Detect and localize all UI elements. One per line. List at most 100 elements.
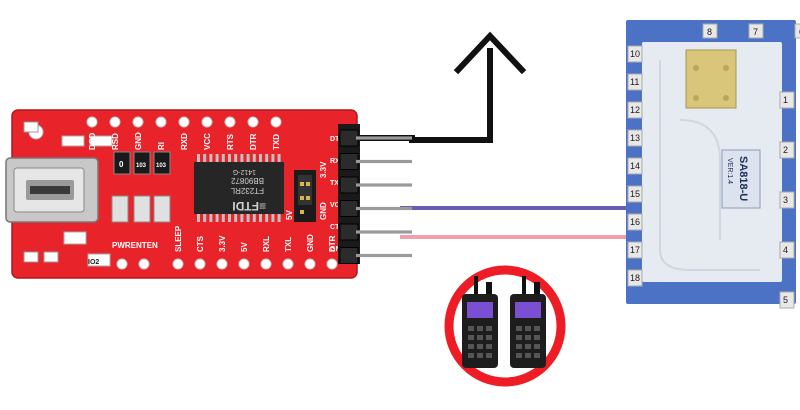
top-pad bbox=[201, 116, 213, 128]
smd-led bbox=[61, 135, 85, 147]
module-pin-pad bbox=[627, 185, 643, 203]
module-pin-pad bbox=[627, 73, 643, 91]
chip-pin bbox=[259, 154, 262, 163]
module-pin-pad bbox=[779, 241, 795, 259]
chip-pin bbox=[259, 213, 262, 222]
shield-dot bbox=[693, 95, 699, 101]
bottom-pin-label: 5V bbox=[240, 242, 249, 252]
right-pin-label: GND bbox=[330, 246, 346, 253]
smd-part-label: 103 bbox=[156, 163, 167, 169]
top-pin-label: RSD bbox=[111, 133, 120, 150]
pcb-trace bbox=[659, 60, 760, 271]
chip-pin bbox=[265, 154, 269, 163]
corner-pad bbox=[43, 251, 59, 263]
radio-key bbox=[486, 326, 492, 331]
chip-line-2: BB90872 bbox=[231, 176, 264, 185]
bottom-pin-label: TXL bbox=[284, 237, 293, 252]
right-pin-label: VCC bbox=[330, 202, 345, 209]
pin-header bbox=[338, 124, 412, 264]
smd-capacitor bbox=[153, 195, 171, 223]
module-pin-number: 18 bbox=[630, 273, 640, 283]
bottom-pin-label: RXL bbox=[262, 236, 271, 252]
module-pin-pad bbox=[702, 23, 718, 39]
usb-mini-connector bbox=[5, 157, 99, 223]
module-body bbox=[642, 42, 782, 282]
chip-pin bbox=[197, 154, 200, 163]
chip-pin bbox=[209, 154, 213, 163]
radio-key bbox=[477, 326, 483, 331]
chip-pin bbox=[252, 154, 256, 163]
jumper-5v-label: 5V bbox=[285, 210, 294, 220]
corner-pad bbox=[23, 251, 39, 263]
module-pin-number: 14 bbox=[630, 161, 640, 171]
header-pin bbox=[356, 206, 412, 211]
radio-key bbox=[516, 326, 522, 331]
header-pin bbox=[356, 136, 412, 140]
bottom-pad bbox=[326, 258, 338, 270]
smd-part-label: 103 bbox=[136, 163, 147, 169]
smd-resistor bbox=[113, 151, 131, 175]
right-pin-label: DTR bbox=[330, 136, 344, 143]
radio-key bbox=[525, 353, 531, 358]
top-pad bbox=[178, 116, 190, 128]
radio-antenna bbox=[522, 276, 526, 294]
chip-pin bbox=[197, 213, 200, 222]
top-pad bbox=[270, 116, 282, 128]
module-pin-number: 17 bbox=[630, 245, 640, 255]
chip-pin bbox=[277, 154, 281, 163]
chip-pin bbox=[221, 154, 225, 163]
chip-pin bbox=[246, 154, 250, 163]
jumper-3v3-label: 3.3V bbox=[319, 161, 328, 178]
bottom-pin-label: SLEEP bbox=[174, 225, 183, 252]
top-pin-label: RXD bbox=[180, 133, 189, 150]
top-pin-label: DCD bbox=[88, 132, 97, 150]
chip-pins-top bbox=[197, 154, 281, 163]
led-label: IO2 bbox=[88, 259, 99, 266]
bottom-pad bbox=[194, 258, 206, 270]
module-pin-pad bbox=[779, 191, 795, 209]
bottom-pad bbox=[116, 258, 128, 270]
module-pin-pad bbox=[794, 23, 800, 39]
chip-pin bbox=[221, 213, 225, 222]
smd-resistor bbox=[133, 151, 151, 175]
chip-line-1: 1412-G bbox=[233, 168, 256, 175]
header-cell bbox=[339, 153, 359, 170]
shield-dot bbox=[723, 65, 729, 71]
module-pin-pad bbox=[779, 91, 795, 109]
radio-key bbox=[516, 335, 522, 340]
module-pin-pad bbox=[779, 141, 795, 159]
module-pin-number: 1 bbox=[783, 95, 788, 105]
header-pin bbox=[356, 183, 412, 187]
smd-resistor bbox=[153, 151, 171, 175]
top-pin-label: GND bbox=[134, 132, 143, 150]
module-pin-number: 4 bbox=[783, 245, 788, 255]
radio-key bbox=[468, 353, 474, 358]
walkie-talkie-radios-icon bbox=[444, 265, 566, 387]
shield-dot bbox=[723, 95, 729, 101]
header-cell bbox=[339, 129, 359, 147]
radio-key bbox=[468, 335, 474, 340]
bottom-pin-label: 3.3V bbox=[218, 235, 227, 252]
smd-led bbox=[89, 135, 113, 147]
right-pin-label: CTS bbox=[330, 224, 344, 231]
module-pin-number: 8 bbox=[707, 27, 712, 37]
radio-key bbox=[468, 344, 474, 349]
radio-key bbox=[534, 326, 540, 331]
module-pin-number: 11 bbox=[630, 77, 639, 87]
radio-key bbox=[534, 335, 540, 340]
module-pin-number: 2 bbox=[783, 145, 788, 155]
module-pin-number: 16 bbox=[630, 217, 640, 227]
top-pin-label: RTS bbox=[226, 133, 235, 150]
module-pin-pad bbox=[627, 101, 643, 119]
radio-screen bbox=[515, 302, 541, 318]
smd-capacitor bbox=[133, 195, 151, 223]
top-pad bbox=[86, 116, 98, 128]
smd-part-label: 0 bbox=[119, 160, 124, 169]
module-pin-number: 13 bbox=[630, 133, 640, 143]
radio-key bbox=[468, 326, 474, 331]
right-pin-label: TXD bbox=[330, 180, 344, 187]
top-pin-label: RI bbox=[157, 142, 166, 150]
module-pin-number: 5 bbox=[783, 295, 788, 305]
